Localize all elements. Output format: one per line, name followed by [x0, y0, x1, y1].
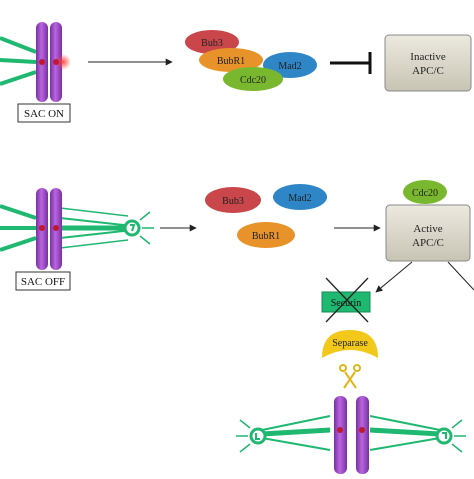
spindle-fiber: [0, 58, 37, 64]
aster-ray: [451, 419, 463, 429]
kinetochore: [53, 59, 59, 65]
aster-ray: [139, 211, 151, 221]
centrosome-left: [249, 427, 267, 445]
kinetochore: [337, 427, 343, 433]
bubr1-protein: [199, 48, 263, 72]
kinetochore: [53, 225, 59, 231]
chromosome-anaphase: [236, 396, 466, 474]
active-apc-line2: APC/C: [412, 237, 444, 249]
degradation-cross: [325, 277, 369, 323]
separase-protein: [322, 330, 378, 358]
spindle-fiber: [369, 437, 441, 451]
bub3-protein: [185, 30, 239, 54]
sac-on-label-box: [17, 103, 71, 123]
cdc20-label: Cdc20: [240, 75, 266, 86]
inactive-apc-line1: Inactive: [410, 51, 446, 63]
bub3-label: Bub3: [201, 38, 223, 49]
spindle-fiber: [261, 427, 331, 437]
scissors-icon: [339, 364, 361, 389]
spindle-fiber: [59, 239, 129, 249]
spindle-fiber: [369, 415, 441, 431]
inactive-apc-line2: APC/C: [412, 65, 444, 77]
spindle-fiber: [59, 207, 129, 217]
spindle-fiber: [0, 236, 37, 252]
centriole: [442, 432, 447, 439]
bubr1-label: BubR1: [252, 231, 280, 242]
free-checkpoint-proteins: Bub3 Mad2 BubR1: [205, 184, 327, 248]
mad2-label: Mad2: [288, 193, 311, 204]
mad2-protein: [273, 184, 327, 210]
kinetochore: [39, 59, 45, 65]
separase-label: Separase: [332, 338, 368, 349]
centrosome-right: [435, 427, 453, 445]
bub3-protein: [205, 187, 261, 213]
sac-off-label-box: [15, 271, 71, 291]
spindle-fiber: [261, 415, 331, 431]
spindle-fiber: [59, 229, 133, 239]
unattached-kinetochore-signal: [55, 54, 71, 70]
spindle-fiber: [0, 204, 37, 220]
active-apc-line1: Active: [413, 223, 442, 235]
spindle-fiber: [59, 217, 133, 227]
kinetochore: [39, 225, 45, 231]
chromosome-sac-on: [0, 22, 71, 102]
sac-off-label: SAC OFF: [21, 276, 65, 288]
arrow-to-securin: [375, 261, 413, 293]
spindle-fiber: [261, 437, 331, 451]
chromatid-right: [356, 396, 369, 474]
cdc20-protein: [223, 67, 283, 91]
inactive-apc-box: [384, 34, 472, 92]
bub3-label: Bub3: [222, 196, 244, 207]
bubr1-label: BubR1: [217, 56, 245, 67]
kinetochore: [359, 427, 365, 433]
bubr1-protein: [237, 222, 295, 248]
mad2-label: Mad2: [278, 61, 301, 72]
spindle-fiber: [0, 70, 37, 86]
active-apc-box: [385, 204, 471, 262]
mad2-protein: [263, 52, 317, 78]
chromatid-left: [334, 396, 347, 474]
spindle-fiber: [369, 427, 441, 437]
cdc20-label: Cdc20: [412, 188, 438, 199]
centriole: [130, 224, 136, 232]
securin-label: Securin: [331, 298, 362, 309]
aster-ray: [239, 443, 251, 453]
cdc20-protein: [403, 180, 447, 204]
sac-on-label: SAC ON: [24, 108, 64, 120]
centriole: [255, 433, 260, 440]
aster-ray: [239, 419, 251, 429]
aster-ray: [139, 235, 151, 245]
chromosome-sac-off: [0, 188, 154, 270]
spindle-fiber: [0, 36, 37, 54]
mcc-complex: Bub3 BubR1 Mad2 Cdc20: [185, 30, 317, 91]
aster-ray: [451, 443, 463, 453]
arrow-offscreen: [447, 261, 474, 291]
securin-box: [321, 291, 371, 313]
